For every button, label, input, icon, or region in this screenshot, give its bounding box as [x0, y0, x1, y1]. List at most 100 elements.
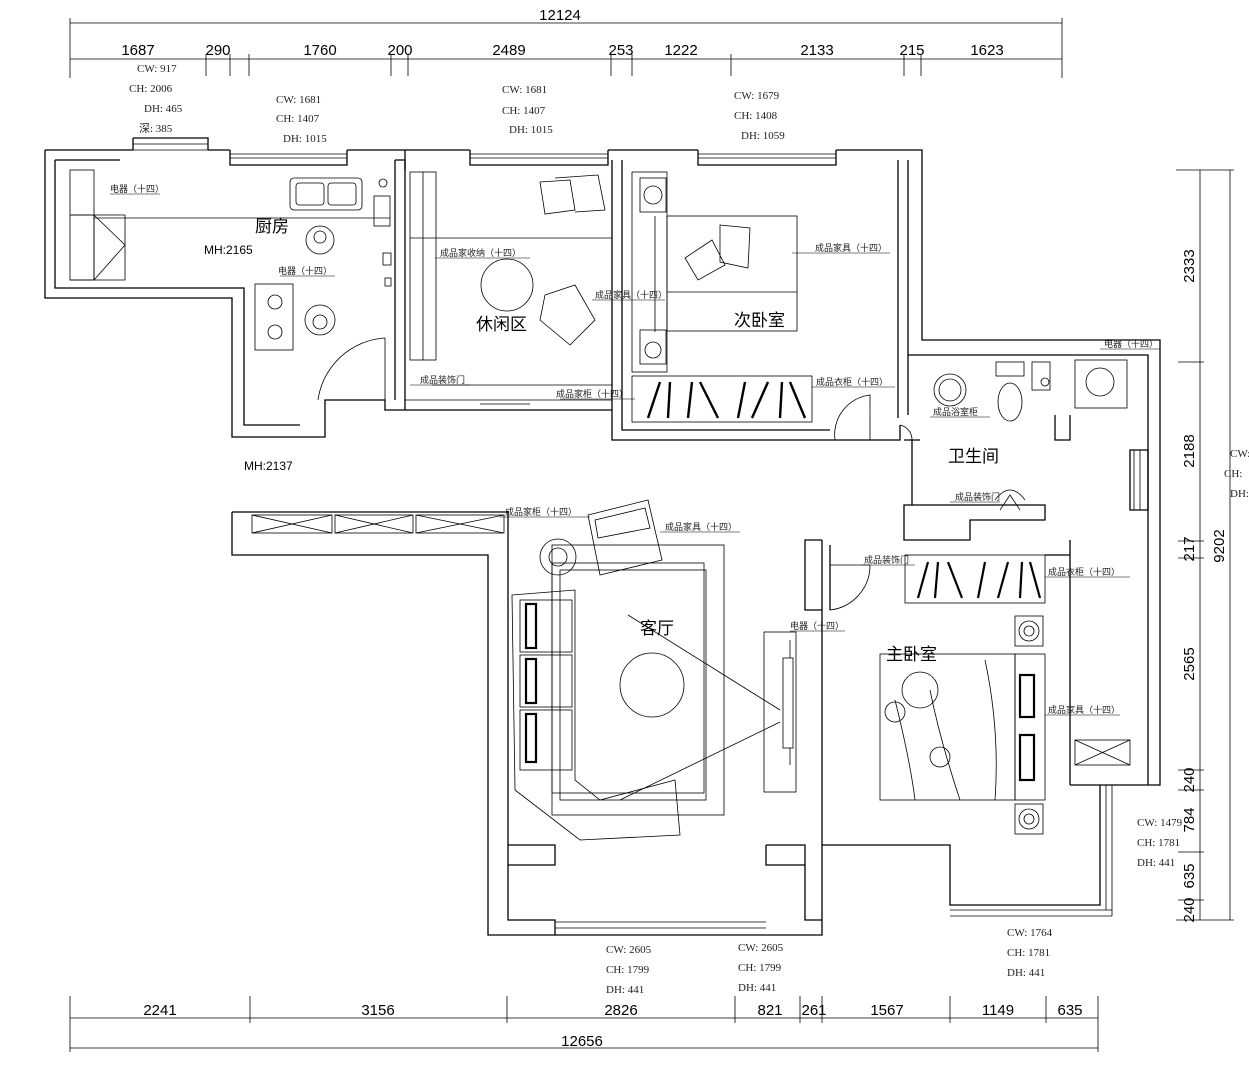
room-label-kitchen: 厨房 — [255, 217, 289, 237]
appliance-label-1: 电器（十四） — [110, 183, 164, 194]
furniture-label-2: 成品家具（十四） — [815, 242, 887, 253]
room-label-bathroom: 卫生间 — [948, 447, 999, 467]
finished-wardrobe-label-2: 成品衣柜（十四） — [1048, 566, 1120, 577]
window-3-dh: DH: 1015 — [509, 124, 553, 136]
bottom-dim-1: 2241 — [143, 1002, 176, 1019]
top-dim-1: 1687 — [121, 42, 154, 59]
living-room-fixtures — [511, 499, 797, 841]
right-dim-6: 784 — [1181, 807, 1198, 832]
sofa — [511, 589, 681, 841]
finished-wardrobe-label-1: 成品衣柜（十四） — [816, 376, 888, 387]
top-total-dim: 12124 — [539, 7, 581, 24]
windows — [133, 143, 1141, 929]
window-9-cw: CW: — [1230, 448, 1249, 460]
room-label-leisure: 休闲区 — [476, 315, 527, 335]
window-4-ch: CH: 1408 — [734, 110, 778, 122]
top-dimension-chain: 12124 1687 290 1760 200 2489 253 1222 21… — [69, 7, 1063, 78]
window-1-depth: 深: 385 — [139, 122, 173, 135]
window-4-dh: DH: 1059 — [741, 130, 785, 142]
bottom-dim-5: 261 — [801, 1002, 826, 1019]
window-1-cw: CW: 917 — [137, 63, 177, 75]
finished-cabinet-label-1: 成品家柜（十四） — [556, 388, 628, 399]
bottom-dim-3: 2826 — [604, 1002, 637, 1019]
bottom-total-dim: 12656 — [561, 1033, 603, 1050]
room-label-master-bedroom: 主卧室 — [886, 645, 937, 665]
tv-cabinet — [763, 631, 797, 793]
washing-machine — [1085, 367, 1115, 397]
bed — [666, 215, 798, 332]
annotation-leaders — [110, 193, 1160, 716]
room-label-living-room: 客厅 — [640, 619, 674, 639]
round-table — [480, 258, 534, 312]
window-7-cw: CW: 1764 — [1007, 927, 1053, 939]
right-dim-5: 240 — [1181, 767, 1198, 792]
finished-board-label-2: 成品装饰门 — [955, 491, 1000, 502]
furniture-label-3: 成品家具（十四） — [665, 521, 737, 532]
top-dim-10: 1623 — [970, 42, 1003, 59]
top-dim-9: 215 — [899, 42, 924, 59]
right-total-dim: 9202 — [1211, 529, 1228, 562]
top-dim-8: 2133 — [800, 42, 833, 59]
furniture-label-4: 成品家具（十四） — [1048, 704, 1120, 715]
window-5-cw: CW: 2605 — [606, 944, 652, 956]
right-dim-7: 635 — [1181, 863, 1198, 888]
hall-height: MH:2137 — [244, 459, 293, 473]
window-3-ch: CH: 1407 — [502, 105, 546, 117]
right-dim-8: 240 — [1181, 897, 1198, 922]
kitchen-height: MH:2165 — [204, 243, 253, 257]
bottom-dimension-chain: 2241 3156 2826 821 261 1567 1149 635 126… — [69, 996, 1099, 1052]
top-dim-3: 1760 — [303, 42, 336, 59]
kitchen-fixtures — [69, 169, 392, 351]
finished-board-label-3: 成品装饰门 — [864, 554, 909, 565]
window-2-cw: CW: 1681 — [276, 94, 321, 106]
coffee-table — [619, 652, 685, 718]
bottom-dim-8: 635 — [1057, 1002, 1082, 1019]
hall-cabinet — [251, 514, 505, 534]
window-3-cw: CW: 1681 — [502, 84, 547, 96]
window-6-cw: CW: 2605 — [738, 942, 784, 954]
top-dim-4: 200 — [387, 42, 412, 59]
finished-board-label-1: 成品装饰门 — [420, 374, 465, 385]
leisure-fixtures — [409, 171, 612, 386]
window-notes-top: CW: 917 CH: 2006 DH: 465 深: 385 CW: 1681… — [129, 63, 785, 145]
window-5-ch: CH: 1799 — [606, 964, 650, 976]
person-icon-2 — [304, 304, 336, 336]
bathroom-fixtures — [933, 359, 1128, 511]
right-dim-3: 217 — [1181, 536, 1198, 561]
right-dim-4: 2565 — [1181, 647, 1198, 680]
window-8-dh: DH: 441 — [1137, 857, 1175, 869]
window-7-ch: CH: 1781 — [1007, 947, 1050, 959]
bottom-dim-7: 1149 — [982, 1002, 1014, 1019]
kitchen-sink — [289, 177, 363, 211]
second-bedroom-fixtures — [631, 171, 813, 423]
doors — [317, 337, 913, 611]
right-dimension-chain: 2333 2188 217 2565 240 784 635 240 9202 — [1176, 169, 1234, 923]
window-4-cw: CW: 1679 — [734, 90, 780, 102]
toilet — [997, 382, 1023, 422]
right-dim-2: 2188 — [1181, 434, 1198, 467]
window-2-ch: CH: 1407 — [276, 113, 320, 125]
side-table — [539, 538, 577, 576]
window-9-ch: CH: — [1224, 468, 1242, 480]
top-dim-5: 2489 — [492, 42, 525, 59]
bottom-dim-2: 3156 — [361, 1002, 394, 1019]
top-dim-2: 290 — [205, 42, 230, 59]
window-2-dh: DH: 1015 — [283, 133, 327, 145]
window-7-dh: DH: 441 — [1007, 967, 1045, 979]
washbasin — [933, 373, 967, 407]
window-1-dh: DH: 465 — [144, 103, 183, 115]
top-dim-7: 1222 — [664, 42, 697, 59]
window-9-dh: DH: — [1230, 488, 1249, 500]
person-icon — [305, 225, 335, 255]
bath-cabinet-label: 成品浴室柜 — [933, 406, 978, 417]
bottom-dim-6: 1567 — [870, 1002, 903, 1019]
finished-cabinet-label-2: 成品家柜（十四） — [505, 506, 577, 517]
right-dim-1: 2333 — [1181, 249, 1198, 282]
window-8-cw: CW: 1479 — [1137, 817, 1183, 829]
annotation-labels: 电器（十四） 电器（十四） 成品家收纳（十四） 成品家具（十四） 成品家具（十四… — [110, 183, 1158, 715]
room-labels: 厨房 休闲区 次卧室 卫生间 客厅 主卧室 MH:2165 MH:2137 — [204, 217, 999, 665]
window-notes-bottom: CW: 2605 CH: 1799 DH: 441 CW: 2605 CH: 1… — [606, 448, 1249, 996]
window-6-dh: DH: 441 — [738, 982, 776, 994]
finished-storage-label: 成品家收纳（十四） — [440, 247, 521, 258]
